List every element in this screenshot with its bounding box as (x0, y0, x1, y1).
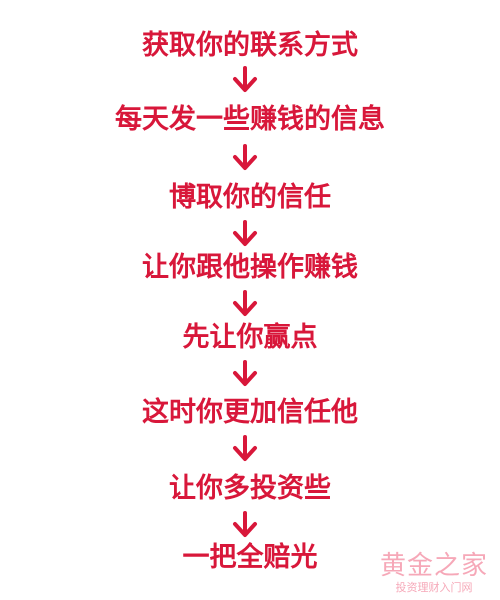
down-arrow-icon (230, 143, 260, 173)
step-win-a-bit: 先让你赢点 (182, 322, 318, 353)
down-arrow-icon (230, 510, 260, 540)
step-invest-more: 让你多投资些 (169, 473, 331, 504)
step-gain-trust: 博取你的信任 (169, 182, 331, 213)
down-arrow-icon (230, 65, 260, 95)
down-arrow-icon (230, 289, 260, 319)
down-arrow-icon (230, 434, 260, 464)
step-trust-more: 这时你更加信任他 (142, 397, 358, 428)
down-arrow-icon (230, 359, 260, 389)
step-follow-trading: 让你跟他操作赚钱 (142, 252, 358, 283)
step-send-info: 每天发一些赚钱的信息 (115, 104, 385, 135)
watermark-title: 黄金之家 (379, 551, 488, 581)
down-arrow-icon (230, 219, 260, 249)
step-get-contact: 获取你的联系方式 (142, 30, 358, 61)
watermark-logo: 黄金之家 投资理财入门网 (380, 551, 488, 594)
step-lose-all: 一把全赔光 (182, 542, 318, 573)
watermark-subtitle: 投资理财入门网 (395, 581, 473, 594)
